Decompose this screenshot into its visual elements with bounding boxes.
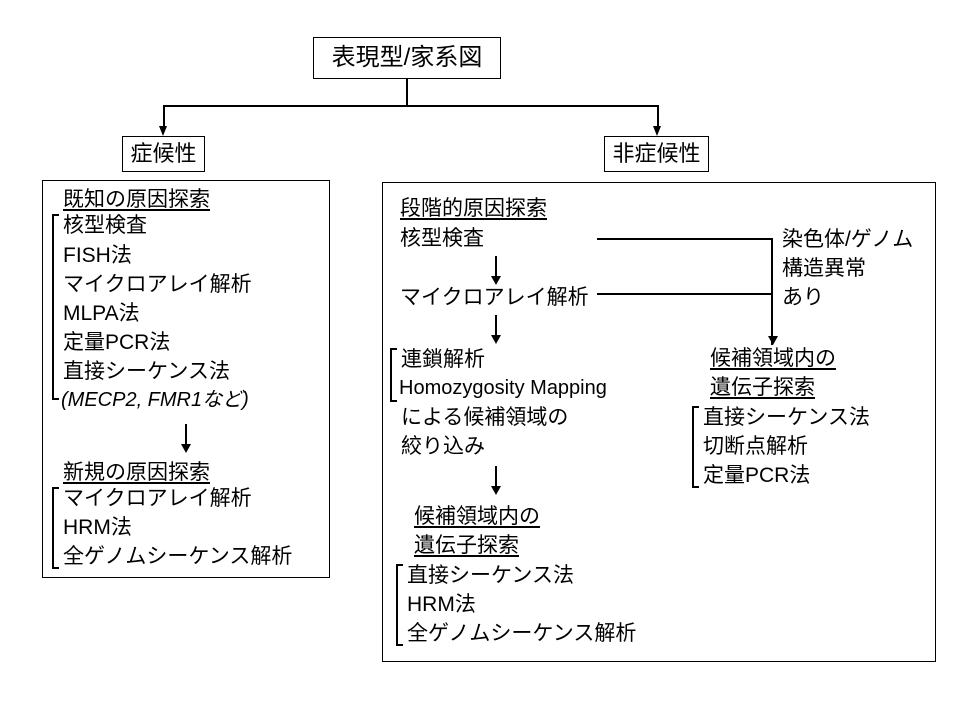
arrowhead-to-nonsyndromic bbox=[653, 126, 661, 136]
left-section1-item-3: MLPA法 bbox=[63, 302, 140, 325]
right-stepwise-step2: マイクロアレイ解析 bbox=[400, 286, 589, 309]
left-section1-heading: 既知の原因探索 bbox=[63, 188, 210, 211]
right-structural-candidate-heading-1: 遺伝子探索 bbox=[710, 376, 815, 399]
connector-split-horizontal bbox=[163, 105, 658, 107]
right-stepwise-heading: 段階的原因探索 bbox=[400, 197, 547, 220]
right-candidate-item-2: 全ゲノムシーケンス解析 bbox=[407, 622, 637, 645]
connector-karyotype-to-structural bbox=[597, 238, 773, 240]
right-structural-label-0: 染色体/ゲノム bbox=[782, 228, 914, 251]
node-phenotype-pedigree[interactable]: 表現型/家系図 bbox=[313, 37, 501, 79]
right-structural-candidate-item-1: 切断点解析 bbox=[703, 435, 808, 458]
right-stepwise-step1: 核型検査 bbox=[400, 227, 484, 250]
node-syndromic-label: 症候性 bbox=[130, 141, 197, 166]
panel-syndromic-workflow bbox=[42, 180, 330, 578]
left-section2-item-1: HRM法 bbox=[63, 516, 132, 539]
right-linkage-item-1: Homozygosity Mapping bbox=[399, 377, 607, 399]
left-section1-item-0: 核型検査 bbox=[63, 214, 147, 237]
connector-left-sections bbox=[185, 424, 187, 446]
arrowhead-to-syndromic bbox=[159, 126, 167, 136]
connector-microarray-to-structural bbox=[597, 293, 773, 295]
right-candidate-heading-0: 候補領域内の bbox=[414, 505, 540, 528]
left-section2-item-2: 全ゲノムシーケンス解析 bbox=[63, 545, 293, 568]
connector-split-left-drop bbox=[163, 105, 165, 127]
arrowhead-microarray-to-linkage bbox=[491, 335, 501, 344]
node-phenotype-pedigree-label: 表現型/家系図 bbox=[331, 44, 483, 71]
left-section1-item-1: FISH法 bbox=[63, 244, 132, 267]
connector-linkage-to-candidate bbox=[495, 466, 497, 488]
right-linkage-tail-1: 絞り込み bbox=[401, 435, 485, 458]
right-structural-candidate-item-2: 定量PCR法 bbox=[703, 464, 811, 487]
right-candidate-item-0: 直接シーケンス法 bbox=[407, 564, 574, 587]
panel-nonsyndromic-workflow bbox=[382, 182, 936, 662]
connector-split-right-drop bbox=[657, 105, 659, 127]
connector-karyotype-to-microarray bbox=[495, 256, 497, 278]
right-structural-label-1: 構造異常 bbox=[782, 257, 866, 280]
connector-root-stem bbox=[406, 79, 408, 106]
connector-microarray-to-linkage bbox=[495, 315, 497, 337]
node-syndromic[interactable]: 症候性 bbox=[122, 136, 205, 172]
left-section2-item-0: マイクロアレイ解析 bbox=[63, 487, 252, 510]
right-structural-candidate-heading-0: 候補領域内の bbox=[710, 347, 836, 370]
right-structural-label-2: あり bbox=[782, 286, 824, 309]
left-section1-item-2: マイクロアレイ解析 bbox=[63, 273, 252, 296]
left-section1-item-4: 定量PCR法 bbox=[63, 331, 171, 354]
left-section1-note: (MECP2, FMR1など) bbox=[61, 389, 249, 411]
connector-structural-join bbox=[771, 238, 773, 345]
right-linkage-tail-0: による候補領域の bbox=[401, 406, 569, 429]
node-nonsyndromic[interactable]: 非症候性 bbox=[604, 136, 709, 172]
right-candidate-heading-1: 遺伝子探索 bbox=[414, 534, 519, 557]
right-linkage-item-0: 連鎖解析 bbox=[401, 348, 485, 371]
arrowhead-linkage-to-candidate bbox=[491, 486, 501, 495]
node-nonsyndromic-label: 非症候性 bbox=[612, 141, 701, 166]
left-section1-item-5: 直接シーケンス法 bbox=[63, 360, 230, 383]
left-section2-heading: 新規の原因探索 bbox=[63, 461, 210, 484]
arrowhead-karyotype-to-microarray bbox=[491, 276, 501, 285]
right-structural-candidate-item-0: 直接シーケンス法 bbox=[703, 406, 870, 429]
arrowhead-to-structural-candidate bbox=[768, 336, 778, 345]
arrowhead-left-sections bbox=[181, 444, 191, 453]
right-candidate-item-1: HRM法 bbox=[407, 593, 476, 616]
